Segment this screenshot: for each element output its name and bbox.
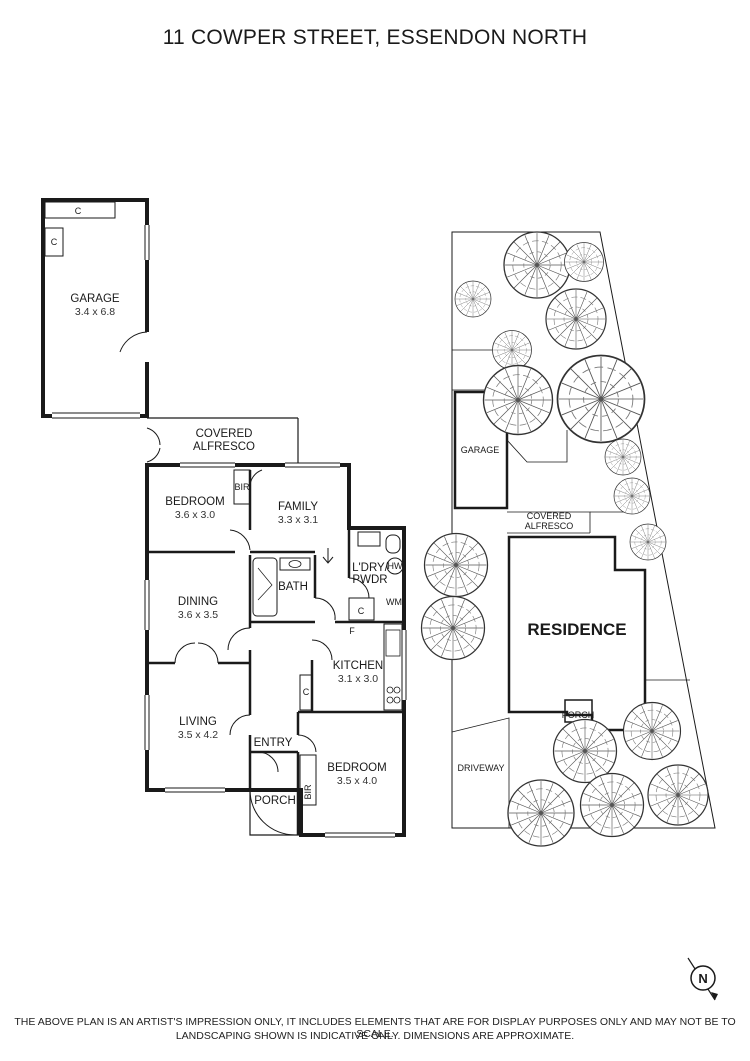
driveway-label: DRIVEWAY <box>457 763 504 773</box>
garage-dim: 3.4 x 6.8 <box>75 306 115 318</box>
porch-label: PORCH <box>254 795 296 807</box>
dining-label: DINING <box>178 596 218 608</box>
laundry-trough <box>357 531 381 547</box>
compass-letter: N <box>698 971 707 986</box>
disclaimer-line-1: THE ABOVE PLAN IS AN ARTIST'S IMPRESSION… <box>14 1016 736 1040</box>
hw-label: HW <box>388 561 403 571</box>
laundry-label-2: PWDR <box>352 574 387 586</box>
bedroom2-label: BEDROOM <box>327 762 386 774</box>
alfresco-label-1: COVERED <box>196 428 253 440</box>
bedroom2-dim: 3.5 x 4.0 <box>337 775 377 787</box>
floor-plan <box>41 198 407 838</box>
site-trees <box>420 231 709 847</box>
site-garage-label: GARAGE <box>461 445 500 455</box>
pantry <box>299 674 313 711</box>
garage-cupboard-side <box>44 227 64 257</box>
kitchen-bench <box>383 623 403 711</box>
pantry-label: C <box>303 687 310 697</box>
living-label: LIVING <box>179 716 217 728</box>
kitchen-label: KITCHEN <box>333 660 383 672</box>
bath-tub <box>252 557 278 617</box>
garage-cupboard-top <box>44 201 116 219</box>
bir-bedroom1 <box>233 469 251 505</box>
dining-dim: 3.6 x 3.5 <box>178 609 218 621</box>
bir-label-1: BIR <box>234 482 250 492</box>
plan-title: 11 COWPER STREET, ESSENDON NORTH <box>162 26 588 49</box>
north-compass: N <box>687 957 718 1001</box>
wm-label: WM <box>386 597 402 607</box>
bath-label: BATH <box>278 581 308 593</box>
bedroom1-dim: 3.6 x 3.0 <box>175 509 215 521</box>
bir-label-2: BIR <box>303 784 313 800</box>
bir-bedroom2 <box>299 754 317 806</box>
site-alfresco-label-2: ALFRESCO <box>525 521 574 531</box>
garage-label: GARAGE <box>70 293 120 305</box>
hot-water-unit <box>386 557 404 575</box>
entry-label: ENTRY <box>254 737 293 749</box>
toilet <box>385 534 401 554</box>
living-dim: 3.5 x 4.2 <box>178 729 218 741</box>
laundry-label-1: L'DRY/ <box>352 562 389 574</box>
site-garage <box>453 390 509 510</box>
bedroom1-label: BEDROOM <box>165 496 224 508</box>
site-labels: GARAGE COVERED ALFRESCO RESIDENCE PORCH … <box>457 445 626 773</box>
alfresco-label-2: ALFRESCO <box>193 441 255 453</box>
kitchen-dim: 3.1 x 3.0 <box>338 673 378 685</box>
vanity <box>279 557 311 571</box>
garage-cupboard-side-label: C <box>51 237 58 247</box>
laundry-cupboard <box>348 597 375 621</box>
garage-cupboard-label: C <box>75 206 82 216</box>
residence-label: RESIDENCE <box>527 620 626 639</box>
cooktop <box>386 686 401 704</box>
floor-plan-labels: GARAGE 3.4 x 6.8 C C COVERED ALFRESCO BE… <box>51 206 403 807</box>
site-porch-label: PORCH <box>562 710 595 720</box>
disclaimer-line-2: LANDSCAPING SHOWN IS INDICATIVE ONLY. DI… <box>175 1030 575 1042</box>
family-label: FAMILY <box>278 501 318 513</box>
site-alfresco-label-1: COVERED <box>527 511 572 521</box>
family-dim: 3.3 x 3.1 <box>278 514 318 526</box>
fridge-label: F <box>349 626 355 636</box>
laundry-cupboard-label: C <box>358 606 365 616</box>
sink <box>385 629 401 657</box>
